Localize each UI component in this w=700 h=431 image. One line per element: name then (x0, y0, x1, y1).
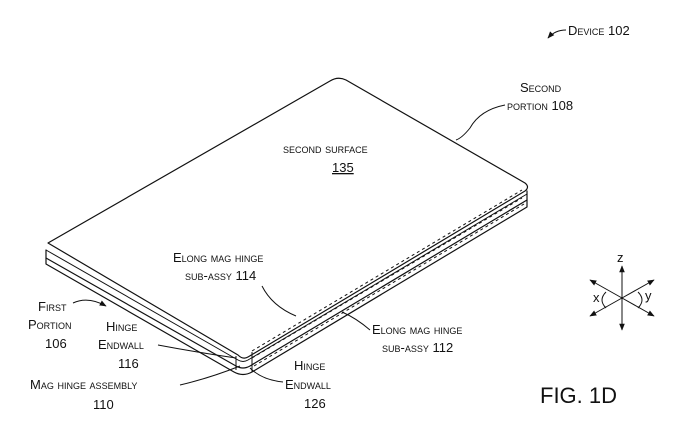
label-elong-114-line2: sub-assy 114 (185, 268, 256, 283)
label-hinge-126-line2: Endwall (285, 377, 331, 392)
axis-z-label: z (617, 250, 624, 265)
label-elong-112: Elong mag hinge sub-assy 112 (341, 311, 462, 355)
label-device-text: Device 102 (568, 23, 630, 38)
axis-triad: z x y (589, 250, 655, 331)
label-hinge-116-line2: Endwall (98, 337, 144, 352)
label-elong-114-line1: Elong mag hinge (173, 250, 263, 265)
axis-x-label: x (593, 290, 600, 305)
label-elong-114: Elong mag hinge sub-assy 114 (173, 250, 297, 317)
elong-hinge-dash-upper (251, 189, 523, 352)
label-hinge-116-line3: 116 (118, 356, 139, 371)
label-mag-110: Mag hinge assembly 110 (30, 365, 241, 412)
elong-hinge-dash-lower (251, 197, 523, 359)
second-surface-face (47, 77, 529, 359)
label-elong-112-line1: Elong mag hinge (372, 322, 462, 337)
label-second-surface-line2: 135 (332, 160, 354, 175)
label-elong-112-line2: sub-assy 112 (382, 340, 453, 355)
label-second-portion-line2: portion 108 (507, 98, 573, 113)
label-second-portion: Second portion 108 (455, 80, 573, 141)
label-first-portion: First Portion 106 (28, 299, 107, 351)
label-mag-110-line1: Mag hinge assembly (30, 377, 137, 392)
label-mag-110-line2: 110 (93, 397, 114, 412)
axis-diag-ul (589, 279, 623, 299)
label-hinge-116: Hinge Endwall 116 (98, 319, 237, 371)
label-first-portion-line1: First (38, 299, 67, 314)
label-hinge-126: Hinge Endwall 126 (249, 358, 331, 411)
device-drawing (45, 77, 529, 376)
label-first-portion-line2: Portion (28, 317, 72, 332)
label-first-portion-line3: 106 (45, 336, 67, 351)
axis-x-rotation (601, 291, 607, 309)
axis-y-rotation (637, 291, 643, 309)
figure-caption: FIG. 1D (540, 383, 617, 408)
axis-diag-dl (589, 297, 623, 317)
axis-diag-dr (621, 297, 655, 317)
label-device: Device 102 (547, 23, 630, 39)
elong-hinge-dash-bottom (253, 203, 525, 367)
label-second-surface: second surface 135 (283, 141, 368, 175)
label-second-portion-line1: Second (520, 80, 562, 95)
bottom-edge (45, 199, 528, 376)
label-hinge-116-line1: Hinge (106, 319, 137, 334)
label-hinge-126-line3: 126 (304, 396, 326, 411)
label-hinge-126-line1: Hinge (294, 358, 325, 373)
portion-gap-line (45, 193, 528, 362)
axis-y-label: y (645, 288, 652, 303)
axis-diag-ur (621, 279, 655, 299)
label-second-surface-line1: second surface (283, 141, 368, 156)
